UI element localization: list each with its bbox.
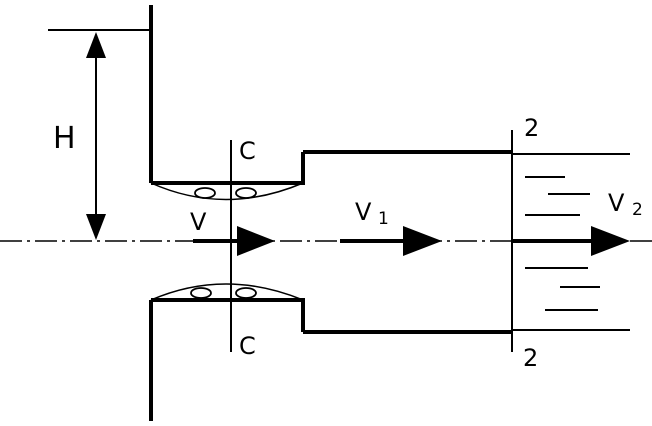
label-velocity-v1-subscript: 1 <box>378 209 389 229</box>
velocity-v-arrow-icon <box>237 226 275 256</box>
eddy-zone-bottom <box>150 283 304 301</box>
label-section-2-top: 2 <box>524 114 539 142</box>
label-velocity-v1: V <box>355 198 372 226</box>
velocity-v1-arrow-icon <box>403 226 442 256</box>
velocity-v2-arrow-icon <box>591 226 630 256</box>
label-head-h: H <box>53 121 76 156</box>
eddy-zone-top <box>150 182 304 201</box>
label-velocity-v: V <box>190 208 207 236</box>
label-velocity-v2-subscript: 2 <box>632 200 643 220</box>
label-section-2-bottom: 2 <box>523 344 538 372</box>
head-arrow-top-icon <box>86 32 106 58</box>
eddy-circle-top-right <box>235 187 257 199</box>
label-section-c-top: C <box>239 137 256 165</box>
eddy-circle-bottom-right <box>235 287 257 299</box>
label-velocity-v2: V <box>608 189 625 217</box>
label-section-c-bottom: C <box>239 332 256 360</box>
eddy-circle-top-left <box>194 187 216 199</box>
eddy-circle-bottom-left <box>190 287 212 299</box>
head-arrow-bottom-icon <box>86 214 106 240</box>
